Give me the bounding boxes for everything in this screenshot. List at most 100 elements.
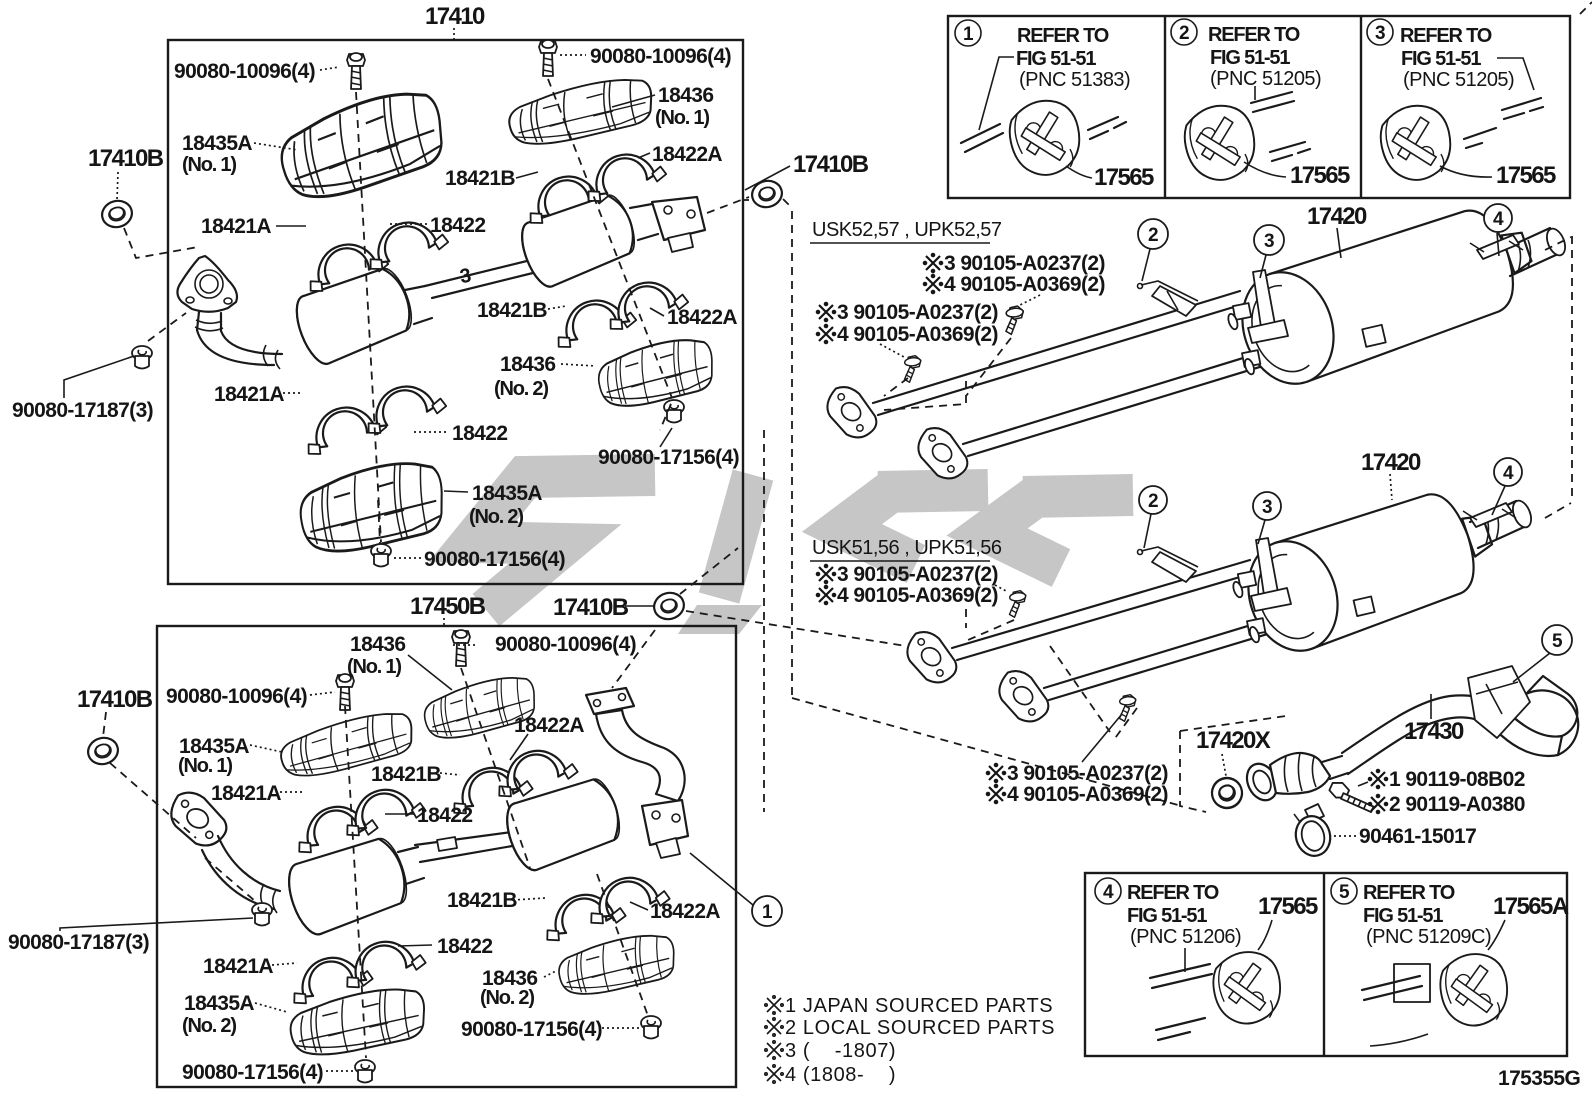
svg-text:2: 2 xyxy=(1148,491,1159,512)
svg-text:REFER TO: REFER TO xyxy=(1017,25,1109,47)
svg-text:2: 2 xyxy=(1148,225,1159,246)
svg-text:17565: 17565 xyxy=(1290,162,1350,189)
svg-text:90080-10096(4): 90080-10096(4) xyxy=(174,60,315,83)
svg-text:17565: 17565 xyxy=(1094,164,1154,191)
svg-text:(PNC 51206): (PNC 51206) xyxy=(1130,926,1241,948)
svg-text:(No. 1): (No. 1) xyxy=(655,107,709,129)
svg-text:17410B: 17410B xyxy=(77,686,153,713)
svg-text:18421B: 18421B xyxy=(371,763,441,786)
svg-text:90080-10096(4): 90080-10096(4) xyxy=(166,685,307,708)
svg-text:18422A: 18422A xyxy=(667,306,737,329)
svg-text:(PNC 51205): (PNC 51205) xyxy=(1403,69,1514,91)
svg-text:4: 4 xyxy=(1493,209,1504,230)
svg-text:4 90105-A0369(2): 4 90105-A0369(2) xyxy=(944,273,1105,296)
svg-text:17420: 17420 xyxy=(1361,449,1421,476)
svg-text:(PNC 51209C): (PNC 51209C) xyxy=(1366,926,1491,948)
svg-text:(PNC 51383): (PNC 51383) xyxy=(1019,69,1130,91)
svg-text:90080-17187(3): 90080-17187(3) xyxy=(12,399,153,422)
svg-text:4 90105-A0369(2): 4 90105-A0369(2) xyxy=(1007,783,1168,806)
svg-text:FIG 51-51: FIG 51-51 xyxy=(1016,48,1096,70)
svg-text:FIG 51-51: FIG 51-51 xyxy=(1401,48,1481,70)
svg-text:4 (1808- ): 4 (1808- ) xyxy=(785,1064,896,1086)
svg-text:4 90105-A0369(2): 4 90105-A0369(2) xyxy=(837,323,998,346)
svg-text:90080-17156(4): 90080-17156(4) xyxy=(598,446,739,469)
svg-text:17565: 17565 xyxy=(1496,162,1556,189)
svg-text:17410B: 17410B xyxy=(553,594,629,621)
svg-text:5: 5 xyxy=(1552,631,1563,652)
svg-text:18421B: 18421B xyxy=(445,167,515,190)
svg-text:(PNC 51205): (PNC 51205) xyxy=(1210,68,1321,90)
svg-text:REFER TO: REFER TO xyxy=(1400,25,1492,47)
svg-text:3 90105-A0237(2): 3 90105-A0237(2) xyxy=(837,301,998,324)
svg-text:18436: 18436 xyxy=(350,633,405,656)
svg-text:REFER TO: REFER TO xyxy=(1363,882,1455,904)
svg-text:17410: 17410 xyxy=(425,3,485,30)
svg-text:18421A: 18421A xyxy=(211,782,281,805)
svg-text:1: 1 xyxy=(963,24,974,45)
svg-text:18436: 18436 xyxy=(482,967,537,990)
svg-text:(No. 2): (No. 2) xyxy=(494,378,548,400)
svg-text:1 JAPAN SOURCED PARTS: 1 JAPAN SOURCED PARTS xyxy=(785,995,1053,1017)
svg-text:(No. 1): (No. 1) xyxy=(182,154,236,176)
svg-text:90080-17187(3): 90080-17187(3) xyxy=(8,931,149,954)
svg-text:90080-17156(4): 90080-17156(4) xyxy=(424,548,565,571)
svg-text:18435A: 18435A xyxy=(184,992,254,1015)
svg-text:(No. 1): (No. 1) xyxy=(178,755,232,777)
svg-text:17450B: 17450B xyxy=(410,593,486,620)
svg-text:18422: 18422 xyxy=(452,422,507,445)
svg-text:18422A: 18422A xyxy=(514,714,584,737)
svg-text:18422A: 18422A xyxy=(650,900,720,923)
svg-text:USK51,56 , UPK51,56: USK51,56 , UPK51,56 xyxy=(812,537,1002,559)
svg-text:17430: 17430 xyxy=(1404,718,1464,745)
svg-text:90080-17156(4): 90080-17156(4) xyxy=(461,1018,602,1041)
svg-text:18422A: 18422A xyxy=(652,143,722,166)
svg-text:FIG 51-51: FIG 51-51 xyxy=(1363,905,1443,927)
svg-text:18436: 18436 xyxy=(500,353,555,376)
svg-text:17410B: 17410B xyxy=(88,145,164,172)
svg-text:18435A: 18435A xyxy=(182,132,252,155)
svg-text:USK52,57 , UPK52,57: USK52,57 , UPK52,57 xyxy=(812,219,1002,241)
svg-text:175355G: 175355G xyxy=(1498,1067,1580,1090)
svg-text:17565A: 17565A xyxy=(1493,893,1569,920)
svg-text:3 90105-A0237(2): 3 90105-A0237(2) xyxy=(944,252,1105,275)
svg-text:18435A: 18435A xyxy=(179,735,249,758)
svg-text:90080-10096(4): 90080-10096(4) xyxy=(590,45,731,68)
svg-text:3: 3 xyxy=(1375,23,1386,44)
svg-text:18435A: 18435A xyxy=(472,482,542,505)
svg-text:17420X: 17420X xyxy=(1196,727,1271,754)
svg-text:18422: 18422 xyxy=(417,804,472,827)
svg-text:(No. 2): (No. 2) xyxy=(469,506,523,528)
svg-text:18421A: 18421A xyxy=(203,955,273,978)
svg-text:REFER TO: REFER TO xyxy=(1208,24,1300,46)
svg-text:4: 4 xyxy=(1103,882,1114,903)
svg-text:4 90105-A0369(2): 4 90105-A0369(2) xyxy=(837,584,998,607)
svg-text:3 90105-A0237(2): 3 90105-A0237(2) xyxy=(1007,762,1168,785)
svg-text:90080-10096(4): 90080-10096(4) xyxy=(495,633,636,656)
svg-text:3: 3 xyxy=(1264,231,1275,252)
svg-text:5: 5 xyxy=(1339,882,1350,903)
svg-text:18421B: 18421B xyxy=(477,299,547,322)
svg-text:17410B: 17410B xyxy=(793,151,869,178)
svg-text:3 ( -1807): 3 ( -1807) xyxy=(785,1040,896,1062)
svg-text:(No. 1): (No. 1) xyxy=(347,656,401,678)
svg-text:17565: 17565 xyxy=(1258,893,1318,920)
svg-text:2 90119-A0380: 2 90119-A0380 xyxy=(1389,793,1525,816)
svg-text:2: 2 xyxy=(1179,23,1190,44)
svg-text:1 90119-08B02: 1 90119-08B02 xyxy=(1389,768,1525,791)
svg-text:3: 3 xyxy=(1262,497,1273,518)
svg-text:1: 1 xyxy=(762,902,773,923)
svg-text:4: 4 xyxy=(1503,463,1514,484)
svg-text:FIG 51-51: FIG 51-51 xyxy=(1210,47,1290,69)
svg-text:(No. 2): (No. 2) xyxy=(480,987,534,1009)
svg-text:18421B: 18421B xyxy=(447,889,517,912)
svg-text:(No. 2): (No. 2) xyxy=(182,1015,236,1037)
svg-text:90080-17156(4): 90080-17156(4) xyxy=(182,1061,323,1084)
svg-text:REFER TO: REFER TO xyxy=(1127,882,1219,904)
svg-text:FIG 51-51: FIG 51-51 xyxy=(1127,905,1207,927)
svg-text:2 LOCAL SOURCED PARTS: 2 LOCAL SOURCED PARTS xyxy=(785,1017,1055,1039)
svg-text:17420: 17420 xyxy=(1307,203,1367,230)
svg-text:18422: 18422 xyxy=(437,935,492,958)
svg-text:18421A: 18421A xyxy=(201,215,271,238)
svg-text:18421A: 18421A xyxy=(214,383,284,406)
svg-text:18436: 18436 xyxy=(658,84,713,107)
